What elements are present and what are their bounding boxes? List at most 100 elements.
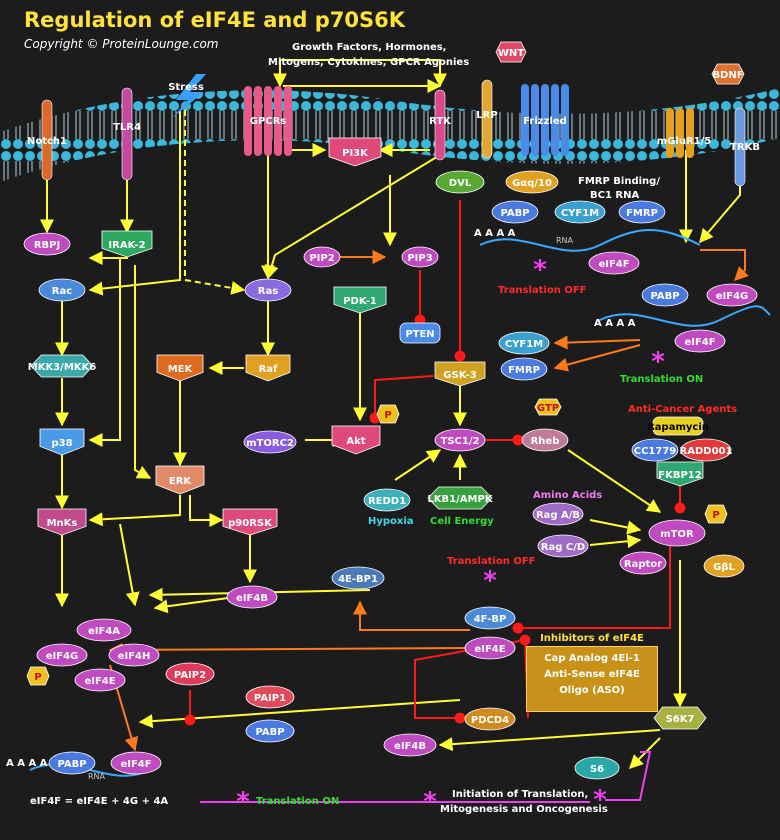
receptor-rtk[interactable]: RTK: [429, 89, 452, 161]
node-pip3[interactable]: PIP3: [401, 246, 439, 268]
node-label: CC1779: [634, 446, 677, 457]
node-rheb[interactable]: Rheb: [521, 428, 569, 452]
gpcr-helix: [254, 86, 262, 156]
node-ebp1[interactable]: 4E-BP1: [331, 566, 385, 590]
node-p90rsk[interactable]: p90RSK: [222, 508, 278, 536]
node-eif4f-r1[interactable]: eIF4F: [588, 251, 640, 275]
node-fkbp12[interactable]: FKBP12: [656, 461, 704, 487]
anticancer-label: Anti-Cancer Agents: [628, 404, 738, 415]
node-irak2[interactable]: IRAK-2: [101, 230, 153, 258]
inhibitors-box: Cap Analog 4Ei-1 Anti-Sense eIF4E Oligo …: [526, 646, 658, 712]
node-erk[interactable]: ERK: [155, 465, 205, 495]
node-eif4h[interactable]: eIF4H: [108, 643, 160, 667]
node-pabp-bottom[interactable]: PABP: [48, 751, 96, 775]
node-lkb1[interactable]: LKB1/AMPK: [427, 486, 494, 510]
node-p38[interactable]: p38: [39, 428, 85, 456]
node-label: P: [384, 410, 391, 421]
node-redd1[interactable]: REDD1: [363, 488, 411, 512]
node-mkk[interactable]: MKK3/MKK6: [28, 354, 97, 378]
node-cyf1m-r1[interactable]: CYF1M: [554, 200, 606, 224]
frizzled-label: Frizzled: [523, 116, 567, 127]
frizzled-helix: [521, 84, 529, 156]
node-fmrp-r1[interactable]: FMRP: [618, 200, 666, 224]
node-eif4g[interactable]: eIF4G: [36, 643, 88, 667]
node-rapamycin[interactable]: Rapamycin: [647, 416, 709, 436]
node-ras[interactable]: Ras: [244, 278, 292, 302]
node-mtor[interactable]: mTOR: [648, 519, 706, 547]
node-rbpj[interactable]: RBPJ: [23, 232, 71, 256]
node-pdcd4[interactable]: PDCD4: [464, 707, 516, 731]
node-eif4b-bot[interactable]: eIF4B: [383, 733, 437, 757]
node-s6[interactable]: S6: [574, 756, 620, 780]
node-label: eIF4E: [84, 676, 115, 687]
stress-lightning-icon: [172, 74, 206, 118]
node-rad001[interactable]: RADD001: [680, 438, 733, 462]
node-pi3k[interactable]: PI3K: [328, 137, 382, 167]
node-pdk1[interactable]: PDK-1: [333, 286, 387, 314]
node-eif4e-mid[interactable]: eIF4E: [464, 636, 516, 660]
node-label: TSC1/2: [441, 436, 480, 447]
node-fourfbp[interactable]: 4F-BP: [464, 606, 516, 630]
node-label: Rag A/B: [536, 510, 580, 521]
rna-label-3: RNA: [88, 772, 106, 781]
node-gtp[interactable]: GTP: [534, 398, 562, 416]
node-s6k7[interactable]: S6K7: [653, 706, 707, 730]
node-raga[interactable]: Rag A/B: [532, 502, 584, 526]
node-eif4f-bottom[interactable]: eIF4F: [110, 751, 162, 775]
node-eif4e-left[interactable]: eIF4E: [74, 668, 126, 692]
mglur-helix: [676, 108, 684, 158]
node-akt[interactable]: Akt: [331, 425, 381, 455]
node-mtorc2[interactable]: mTORC2: [243, 430, 297, 454]
node-gaq[interactable]: Gαq/10: [505, 170, 559, 194]
node-p-eif4e[interactable]: P: [26, 666, 50, 686]
inhibitor-2: Anti-Sense eIF4E: [544, 669, 640, 680]
receptor-lrp[interactable]: LRP: [476, 79, 498, 159]
node-label: Rapamycin: [647, 422, 709, 433]
node-eif4a[interactable]: eIF4A: [76, 618, 132, 642]
node-paip1[interactable]: PAIP1: [245, 685, 295, 709]
node-paip2[interactable]: PAIP2: [165, 662, 215, 686]
node-cyf1m-r3[interactable]: CYF1M: [498, 331, 550, 355]
receptor-trkb[interactable]: TRKB: [730, 107, 760, 187]
node-label: 4F-BP: [474, 614, 507, 625]
node-pten[interactable]: PTEN: [399, 322, 441, 344]
node-label: FMRP: [626, 208, 658, 219]
node-bdnf[interactable]: BDNF: [711, 63, 745, 85]
gpcr-helix: [264, 86, 272, 156]
inhibitor-1: Cap Analog 4Ei-1: [544, 653, 640, 664]
node-gbl[interactable]: GβL: [703, 554, 745, 578]
node-rac[interactable]: Rac: [38, 278, 86, 302]
receptor-label: RTK: [429, 116, 452, 127]
node-cc1779[interactable]: CC1779: [631, 438, 679, 462]
node-eif4g-r2[interactable]: eIF4G: [706, 283, 758, 307]
node-tsc[interactable]: TSC1/2: [434, 428, 486, 452]
node-label: Rac: [52, 286, 72, 297]
node-gsk3[interactable]: GSK-3: [434, 361, 486, 387]
node-pabp-r2[interactable]: PABP: [641, 283, 689, 307]
receptor-tlr4[interactable]: TLR4: [113, 87, 141, 181]
node-dvl[interactable]: DVL: [435, 170, 485, 194]
receptor-notch1[interactable]: Notch1: [27, 99, 67, 181]
node-label: IRAK-2: [108, 240, 145, 251]
node-label: PDK-1: [343, 296, 377, 307]
node-eif4f-r2[interactable]: eIF4F: [674, 329, 726, 353]
node-label: eIF4B: [236, 593, 268, 604]
node-p-akt[interactable]: P: [376, 404, 400, 424]
node-pabp-left[interactable]: PABP: [245, 719, 295, 743]
node-raf[interactable]: Raf: [245, 354, 291, 382]
node-pabp-r1[interactable]: PABP: [491, 200, 539, 224]
node-label: eIF4G: [46, 651, 79, 662]
polya-label-1: A A A A: [474, 228, 516, 239]
node-pip2[interactable]: PIP2: [303, 246, 341, 268]
node-mek[interactable]: MEK: [156, 354, 204, 382]
node-ragc[interactable]: Rag C/D: [537, 534, 589, 558]
node-p-mtor[interactable]: P: [704, 504, 728, 524]
node-mnks[interactable]: MnKs: [37, 508, 87, 536]
node-label: FMRP: [508, 365, 540, 376]
node-label: mTOR: [660, 529, 694, 540]
node-fmrp-r3[interactable]: FMRP: [500, 357, 548, 381]
node-wnt[interactable]: WNT: [495, 41, 527, 63]
node-eif4b-top[interactable]: eIF4B: [226, 585, 278, 609]
node-raptor[interactable]: Raptor: [619, 551, 667, 575]
